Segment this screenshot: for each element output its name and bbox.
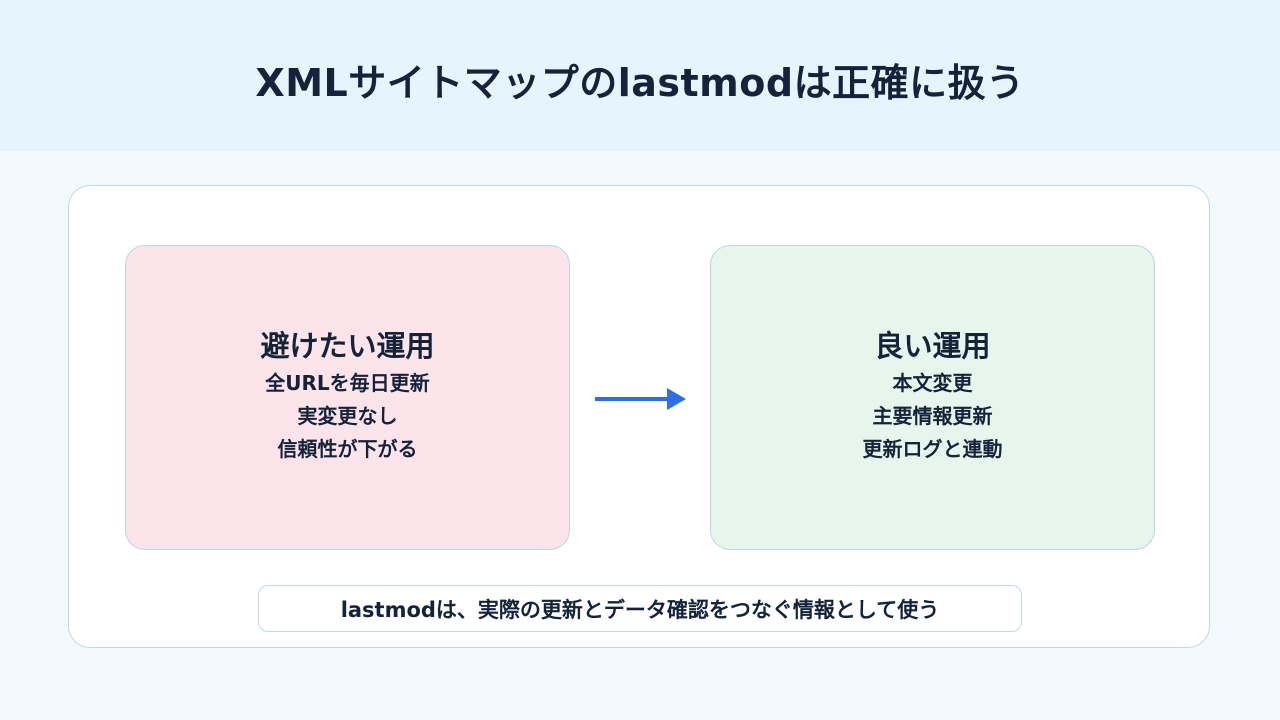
card-avoid-item: 信頼性が下がる <box>277 437 418 462</box>
header-banner: XMLサイトマップのlastmodは正確に扱う <box>0 0 1280 151</box>
page-title: XMLサイトマップのlastmodは正確に扱う <box>255 61 1025 105</box>
card-good-list: 本文変更 主要情報更新 更新ログと連動 <box>863 367 1003 466</box>
card-good-item: 主要情報更新 <box>872 404 993 429</box>
card-avoid: 避けたい運用 全URLを毎日更新 実変更なし 信頼性が下がる <box>125 245 570 550</box>
arrow-head <box>667 388 686 410</box>
footer-note: lastmodは、実際の更新とデータ確認をつなぐ情報として使う <box>258 585 1022 632</box>
card-good: 良い運用 本文変更 主要情報更新 更新ログと連動 <box>710 245 1155 550</box>
arrow-right-icon <box>595 388 686 410</box>
card-avoid-item: 実変更なし <box>297 404 398 429</box>
card-avoid-item: 全URLを毎日更新 <box>265 371 430 396</box>
card-avoid-list: 全URLを毎日更新 実変更なし 信頼性が下がる <box>265 367 429 466</box>
card-avoid-title: 避けたい運用 <box>260 328 435 363</box>
card-good-item: 更新ログと連動 <box>862 437 1003 462</box>
card-good-title: 良い運用 <box>874 328 991 363</box>
card-good-item: 本文変更 <box>892 371 973 396</box>
